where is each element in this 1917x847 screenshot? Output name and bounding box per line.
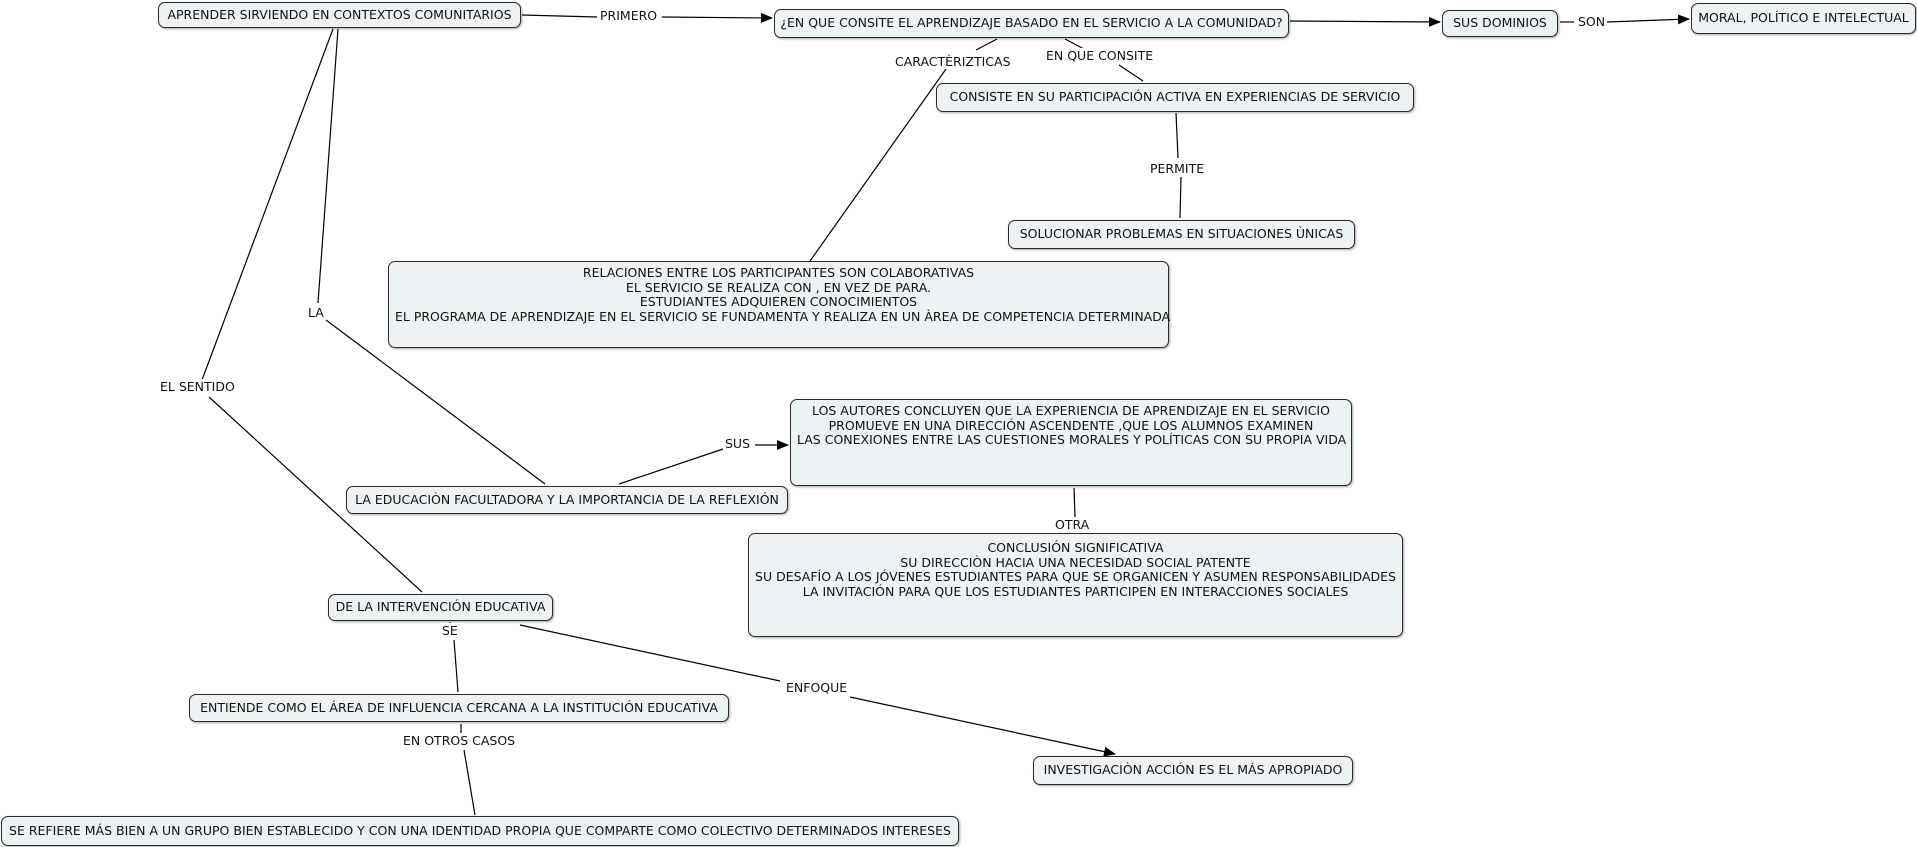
node-label: MORAL, POLÍTICO E INTELECTUAL: [1698, 10, 1909, 26]
link-label-enfoque: ENFOQUE: [784, 680, 850, 695]
node-label: ¿EN QUE CONSITE EL APRENDIZAJE BASADO EN…: [780, 15, 1283, 31]
link-label-permite: PERMITE: [1148, 161, 1207, 176]
node-solucionar[interactable]: SOLUCIONAR PROBLEMAS EN SITUACIONES ÙNIC…: [1008, 220, 1355, 249]
node-line: CONCLUSIÓN SIGNIFICATIVA: [987, 540, 1164, 555]
link-label-en-que-consite: EN QUE CONSITE: [1044, 48, 1156, 63]
node-label: ENTIENDE COMO EL ÁREA DE INFLUENCIA CERC…: [200, 699, 718, 715]
node-label: LA EDUCACIÒN FACULTADORA Y LA IMPORTANCI…: [355, 491, 779, 507]
connector-enotroscasos-refiere: [463, 749, 476, 816]
link-label-en-otros-casos: EN OTROS CASOS: [401, 733, 518, 748]
connector-enqueconsite-consiste: [1118, 64, 1144, 82]
link-label-se: SE: [440, 623, 460, 638]
connector-se-entiende: [453, 639, 459, 693]
node-line: LAS CONEXIONES ENTRE LAS CUESTIONES MORA…: [797, 432, 1347, 448]
node-entiende-area[interactable]: ENTIENDE COMO EL ÁREA DE INFLUENCIA CERC…: [189, 694, 729, 722]
connector-enfoque-investigacion: [849, 696, 1116, 757]
node-label: SOLUCIONAR PROBLEMAS EN SITUACIONES ÙNIC…: [1019, 226, 1344, 242]
connector-la-educacion: [325, 319, 546, 485]
node-line: EL PROGRAMA DE APRENDIZAJE EN EL SERVICI…: [395, 308, 1171, 324]
node-relaciones[interactable]: RELACIONES ENTRE LOS PARTICIPANTES SON C…: [388, 261, 1171, 348]
node-label: SUS DOMINIOS: [1453, 15, 1547, 31]
node-autores-concluyen[interactable]: LOS AUTORES CONCLUYEN QUE LA EXPERIENCIA…: [790, 399, 1352, 486]
node-label: INVESTIGACIÒN ACCIÓN ES EL MÁS APROPIADO: [1043, 762, 1343, 778]
node-moral-politico[interactable]: MORAL, POLÍTICO E INTELECTUAL: [1691, 3, 1916, 34]
connector-aprender-primero: [521, 14, 598, 18]
node-label: DE LA INTERVENCIÓN EDUCATIVA: [335, 599, 546, 615]
node-pregunta-aprendizaje[interactable]: ¿EN QUE CONSITE EL APRENDIZAJE BASADO EN…: [774, 9, 1289, 38]
link-label-son: SON: [1576, 14, 1608, 29]
node-line: LOS AUTORES CONCLUYEN QUE LA EXPERIENCIA…: [812, 403, 1330, 418]
connector-pregunta-dominios: [1289, 16, 1441, 27]
node-label: CONSISTE EN SU PARTICIPACIÓN ACTIVA EN E…: [949, 89, 1401, 105]
connector-aprender-la: [317, 28, 339, 304]
node-line: RELACIONES ENTRE LOS PARTICIPANTES SON C…: [582, 265, 975, 280]
node-intervencion-educativa[interactable]: DE LA INTERVENCIÓN EDUCATIVA: [328, 594, 553, 621]
node-sus-dominios[interactable]: SUS DOMINIOS: [1442, 10, 1558, 37]
connector-educacion-sus: [618, 448, 724, 485]
node-label: SE REFIERE MÁS BIEN A UN GRUPO BIEN ESTA…: [9, 822, 951, 838]
link-label-sus: SUS: [723, 436, 753, 451]
connector-permite-solucionar: [1179, 176, 1182, 219]
node-consiste[interactable]: CONSISTE EN SU PARTICIPACIÓN ACTIVA EN E…: [936, 83, 1414, 112]
connector-intervencion-enfoque: [519, 624, 781, 682]
node-label: APRENDER SIRVIENDO EN CONTEXTOS COMUNITA…: [167, 6, 512, 22]
connector-primero-pregunta: [661, 12, 773, 23]
node-line: SU DIRECCIÒN HACIA UNA NECESIDAD SOCIAL …: [900, 554, 1251, 570]
connector-elsentido-intervencion: [208, 396, 423, 593]
connector-caracteristicas-relaciones: [809, 68, 947, 262]
connector-pregunta-enqueconsite: [1064, 38, 1085, 50]
connector-son-moral: [1606, 14, 1690, 25]
link-label-la: LA: [306, 305, 326, 320]
node-conclusion-significativa[interactable]: CONCLUSIÓN SIGNIFICATIVA SU DIRECCIÒN HA…: [748, 533, 1403, 637]
connector-pregunta-caracteristicas: [975, 38, 998, 51]
node-line: SU DESAFÍO A LOS JÓVENES ESTUDIANTES PAR…: [755, 569, 1396, 585]
connector-aprender-elsentido: [201, 28, 334, 381]
node-line: PROMUEVE EN UNA DIRECCIÓN ASCENDENTE ,QU…: [828, 417, 1314, 433]
connector-consiste-permite: [1175, 112, 1179, 159]
node-se-refiere[interactable]: SE REFIERE MÁS BIEN A UN GRUPO BIEN ESTA…: [1, 816, 959, 846]
link-label-el-sentido: EL SENTIDO: [158, 379, 237, 394]
connector-autores-otra: [1073, 487, 1076, 518]
link-label-caracteristicas: CARACTÈRIZTICAS: [893, 54, 1013, 69]
node-aprender-sirviendo[interactable]: APRENDER SIRVIENDO EN CONTEXTOS COMUNITA…: [158, 2, 521, 28]
node-educacion-facultadora[interactable]: LA EDUCACIÒN FACULTADORA Y LA IMPORTANCI…: [346, 486, 788, 514]
node-line: LA INVITACIÓN PARA QUE LOS ESTUDIANTES P…: [802, 583, 1349, 599]
node-line: EL SERVICIO SE REALIZA CON , EN VEZ DE P…: [625, 279, 932, 295]
link-label-primero: PRIMERO: [598, 8, 660, 23]
link-label-otra: OTRA: [1053, 517, 1092, 532]
node-investigacion-accion[interactable]: INVESTIGACIÒN ACCIÓN ES EL MÁS APROPIADO: [1033, 756, 1353, 785]
node-line: ESTUDIANTES ADQUIEREN CONOCIMIENTOS: [639, 294, 918, 310]
